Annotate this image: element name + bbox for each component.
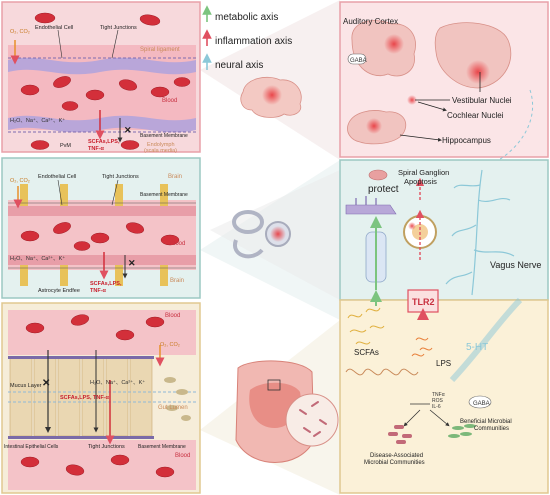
brain-o2-co2-label: O₂, CO₂ <box>10 178 30 184</box>
ros-label: ROS <box>432 398 444 404</box>
gaba-top-label: GABA <box>350 58 367 64</box>
cochlea-endothelial-label: Endothelial Cell <box>35 25 73 31</box>
cochlea-spiral-ligament-label: Spiral ligament <box>140 47 180 53</box>
cochlea-endolymph-label: Endolymph <box>147 142 175 148</box>
tnf-alpha-label: TNFα <box>432 392 445 398</box>
auditory-cortex-label: Auditory Cortex <box>343 17 398 26</box>
panel-right-gut: TLR2 5-HT GABA SCFAs LPS TNFα ROS IL-6 <box>339 289 549 494</box>
gut-intestinal-label: Intestinal Epithelial Cells <box>4 444 59 450</box>
cochlea-o2-co2-label: O₂, CO₂ <box>10 29 30 35</box>
brain-tnf-label: TNF-α <box>90 288 107 294</box>
gut-lumen-label: Gut Lumen <box>158 405 188 411</box>
cochlea-pvm-label: PvM <box>60 143 71 149</box>
gaba-bottom-label: GABA <box>473 401 490 407</box>
central-brain-icon <box>240 76 302 118</box>
gaba-badge-bottom <box>468 395 492 409</box>
disease-label-1: Disease-Associated <box>370 453 423 459</box>
svg-text:✕: ✕ <box>128 258 136 268</box>
beneficial-label-2: Communities <box>474 426 509 432</box>
cochlea-blood-label: Blood <box>162 98 177 104</box>
gut-o2-co2-label: O₂, CO₂ <box>160 342 180 348</box>
legend-inflammation-label: inflammation axis <box>215 36 292 47</box>
gut-blood-bottom-label: Blood <box>175 453 190 459</box>
cochlea-tnf-label: TNF-α <box>88 146 105 152</box>
cochlear-nuclei-label: Cochlear Nuclei <box>447 111 504 120</box>
five-ht-label: 5-HT <box>466 342 488 353</box>
gut-blood-top-label: Blood <box>165 313 180 319</box>
cochlea-ions-label: H₂O、Na⁺、Ca²⁺、K⁺ <box>10 117 65 124</box>
spiral-ganglion-label: Spiral Ganglion <box>398 168 449 177</box>
brain-endothelial-label: Endothelial Cell <box>38 174 76 180</box>
gut-tight-junctions-label: Tight Junctions <box>88 444 125 450</box>
panel-gut-barrier: ✕ Blood O₂, CO₂ Mucus Layer H₂O、Na⁺、Ca²⁺… <box>1 302 201 494</box>
protect-label: protect <box>368 184 399 195</box>
gut-scfa-label: SCFAs,LPS, TNF-α <box>60 395 110 401</box>
hippocampus-label: Hippocampus <box>442 136 491 145</box>
brain-astrocyte-label: Astrocyte Endfee <box>38 288 80 294</box>
brain-bottom-label: Brain <box>170 278 184 284</box>
brain-scfa-label: SCFAs,LPS, <box>90 281 122 287</box>
gut-ions-label: H₂O、Na⁺、Ca²⁺、K⁺ <box>90 379 145 386</box>
cochlea-basement-label: Basement Membrane <box>140 133 188 139</box>
central-inner-ear-icon <box>232 210 291 259</box>
vagus-nerve-label: Vagus Nerve <box>490 260 541 270</box>
brain-blood-label: Blood <box>170 241 185 247</box>
vestibular-nuclei-label: Vestibular Nuclei <box>452 96 512 105</box>
tlr2-label: TLR2 <box>412 297 435 307</box>
legend-metabolic-label: metabolic axis <box>215 12 278 23</box>
legend-neural-label: neural axis <box>215 60 263 71</box>
panel-right-brain: GABA Auditory Cortex Vestibular Nuclei C… <box>339 1 549 166</box>
gut-basement-label: Basement Membrane <box>138 444 186 450</box>
svg-text:✕: ✕ <box>124 125 132 135</box>
cochlea-tight-junctions-label: Tight Junctions <box>100 25 137 31</box>
scfas-label: SCFAs <box>354 348 379 357</box>
disease-label-2: Microbial Communities <box>364 460 425 466</box>
brain-top-label: Brain <box>168 174 182 180</box>
gaba-badge-top <box>347 53 367 65</box>
cochlea-scfa-label: SCFAs,LPS, <box>88 139 120 145</box>
panel-cochlea-barrier: ✕ O₂, CO₂ Endothelial Cell Tight Junctio… <box>1 1 201 154</box>
beneficial-label-1: Beneficial Microbial <box>460 419 512 425</box>
cochlea-scala-media-label: (scala media) <box>144 148 177 154</box>
panel-blood-brain-barrier: ✕ O₂, CO₂ Endothelial Cell Tight Junctio… <box>1 157 201 299</box>
brain-tight-junctions-label: Tight Junctions <box>102 174 139 180</box>
brain-basement-label: Basement Membrane <box>140 192 188 198</box>
panel-right-ear: protect Spiral Ganglion Apoptosis Vagus … <box>339 159 549 301</box>
brain-ions-label: H₂O、Na⁺、Ca²⁺、K⁺ <box>10 255 65 262</box>
apoptosis-label: Apoptosis <box>404 177 437 186</box>
central-gut-icon <box>235 360 339 463</box>
lps-label: LPS <box>436 359 451 368</box>
il6-label: IL-6 <box>432 404 441 410</box>
gut-mucus-label: Mucus Layer <box>10 383 42 389</box>
axis-legend: metabolic axis inflammation axis neural … <box>202 5 292 71</box>
svg-text:✕: ✕ <box>42 378 50 389</box>
